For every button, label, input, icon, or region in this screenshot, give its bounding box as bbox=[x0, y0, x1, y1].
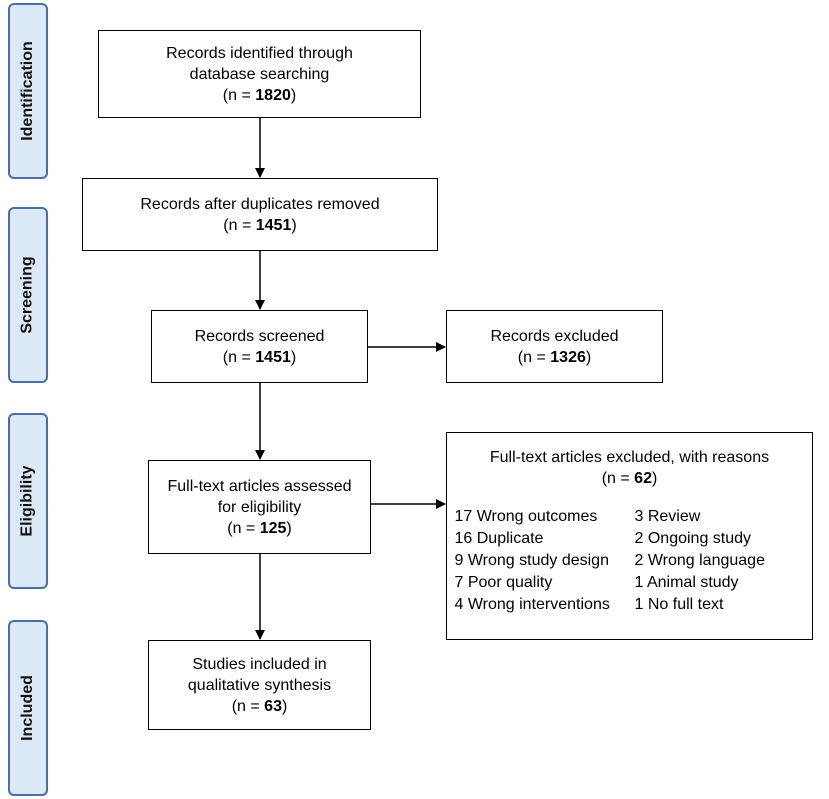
reason-item: 7 Poor quality bbox=[454, 574, 553, 591]
stage-identification: Identification bbox=[8, 3, 48, 179]
reason-item: 2 Ongoing study bbox=[634, 530, 752, 547]
records-screened-box: Records screened (n = 1451) bbox=[151, 310, 368, 383]
reason-item: 16 Duplicate bbox=[454, 530, 544, 547]
reason-item: 9 Wrong study design bbox=[454, 552, 609, 569]
reason-item: 17 Wrong outcomes bbox=[454, 508, 598, 525]
stage-included: Included bbox=[8, 620, 48, 796]
records-screened-count: (n = 1451) bbox=[222, 348, 297, 366]
fulltext-excluded-count: (n = 62) bbox=[601, 470, 658, 487]
fulltext-assessed-line1: Full-text articles assessed bbox=[167, 477, 352, 495]
stage-screening: Screening bbox=[8, 207, 48, 383]
studies-included-line1: Studies included in bbox=[192, 655, 327, 673]
records-excluded-box: Records excluded (n = 1326) bbox=[446, 310, 663, 383]
exclusion-reasons-list: 17 Wrong outcomes 3 Review 16 Duplicate … bbox=[455, 506, 805, 616]
records-after-duplicates-count: (n = 1451) bbox=[223, 216, 297, 234]
records-identified-line1: Records identified through bbox=[166, 44, 353, 62]
records-after-duplicates-label: Records after duplicates removed bbox=[140, 195, 380, 213]
records-identified-box: Records identified through database sear… bbox=[98, 30, 421, 118]
fulltext-excluded-reasons-box: Full-text articles excluded, with reason… bbox=[446, 432, 813, 640]
studies-included-line2: qualitative synthesis bbox=[187, 676, 332, 694]
fulltext-assessed-box: Full-text articles assessed for eligibil… bbox=[148, 460, 371, 554]
fulltext-excluded-title: Full-text articles excluded, with reason… bbox=[489, 449, 770, 466]
reason-item: 1 No full text bbox=[634, 596, 724, 613]
reason-item: 2 Wrong language bbox=[634, 552, 765, 569]
studies-included-box: Studies included in qualitative synthesi… bbox=[148, 640, 371, 730]
records-identified-count: (n = 1820) bbox=[222, 86, 297, 104]
records-screened-label: Records screened bbox=[194, 327, 325, 345]
records-excluded-count: (n = 1326) bbox=[517, 348, 592, 366]
reason-item: 3 Review bbox=[634, 508, 701, 525]
fulltext-assessed-line2: for eligibility bbox=[217, 498, 302, 516]
studies-included-count: (n = 63) bbox=[231, 697, 288, 715]
records-identified-line2: database searching bbox=[189, 65, 330, 83]
stage-eligibility: Eligibility bbox=[8, 413, 48, 589]
records-excluded-label: Records excluded bbox=[490, 327, 619, 345]
reason-item: 1 Animal study bbox=[634, 574, 739, 591]
records-after-duplicates-box: Records after duplicates removed (n = 14… bbox=[82, 178, 438, 251]
reason-item: 4 Wrong interventions bbox=[454, 596, 610, 613]
fulltext-assessed-count: (n = 125) bbox=[227, 519, 292, 537]
